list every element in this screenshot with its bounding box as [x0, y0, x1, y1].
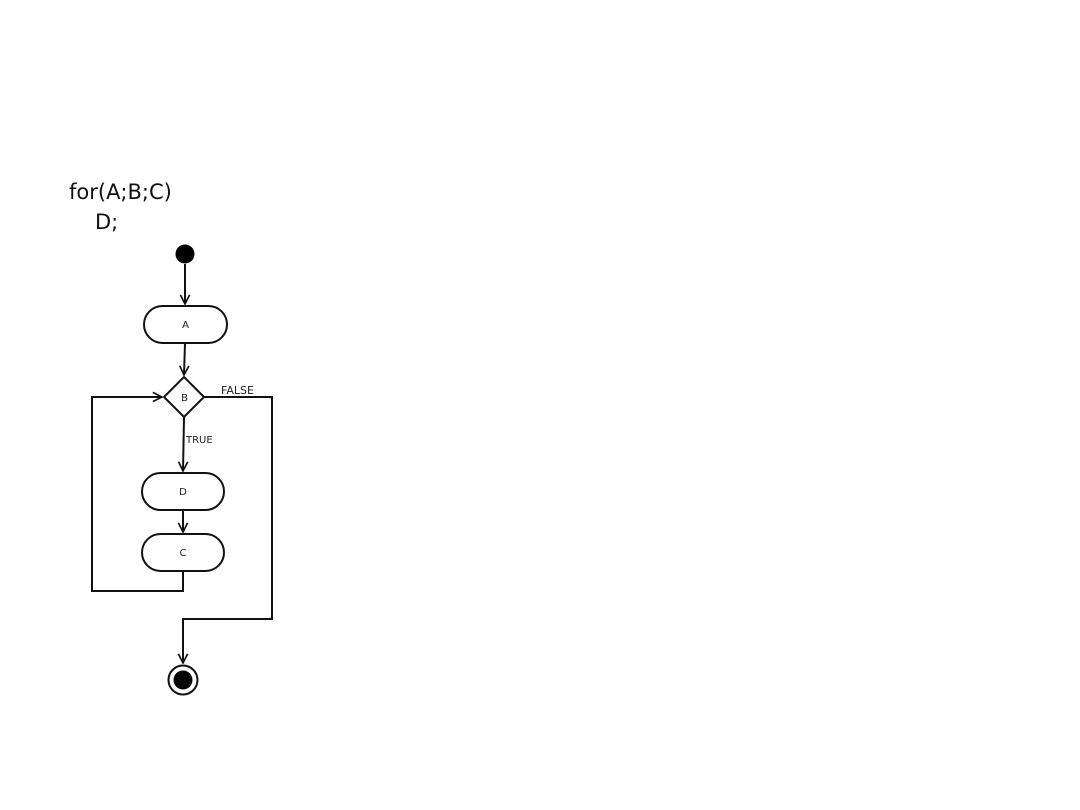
action-node-c-label: C — [180, 548, 187, 559]
action-node-c: C — [141, 533, 225, 572]
true-label: TRUE — [185, 435, 213, 446]
edge-false-branch — [183, 396, 273, 663]
edge-true-branch — [183, 416, 184, 471]
action-node-a-label: A — [182, 320, 189, 331]
decision-node-b-label: B — [181, 393, 188, 404]
decision-node-b: B — [162, 375, 206, 419]
action-node-d: D — [141, 472, 225, 511]
code-line-body: D; — [95, 210, 119, 234]
edge-loop-back — [91, 397, 184, 592]
start-node — [175, 244, 195, 264]
action-node-a: A — [143, 305, 228, 344]
edge-a-to-b — [184, 342, 185, 375]
end-node — [167, 664, 199, 696]
code-line-for: for(A;B;C) — [69, 180, 172, 204]
false-label: FALSE — [221, 384, 254, 397]
action-node-d-label: D — [179, 487, 187, 498]
